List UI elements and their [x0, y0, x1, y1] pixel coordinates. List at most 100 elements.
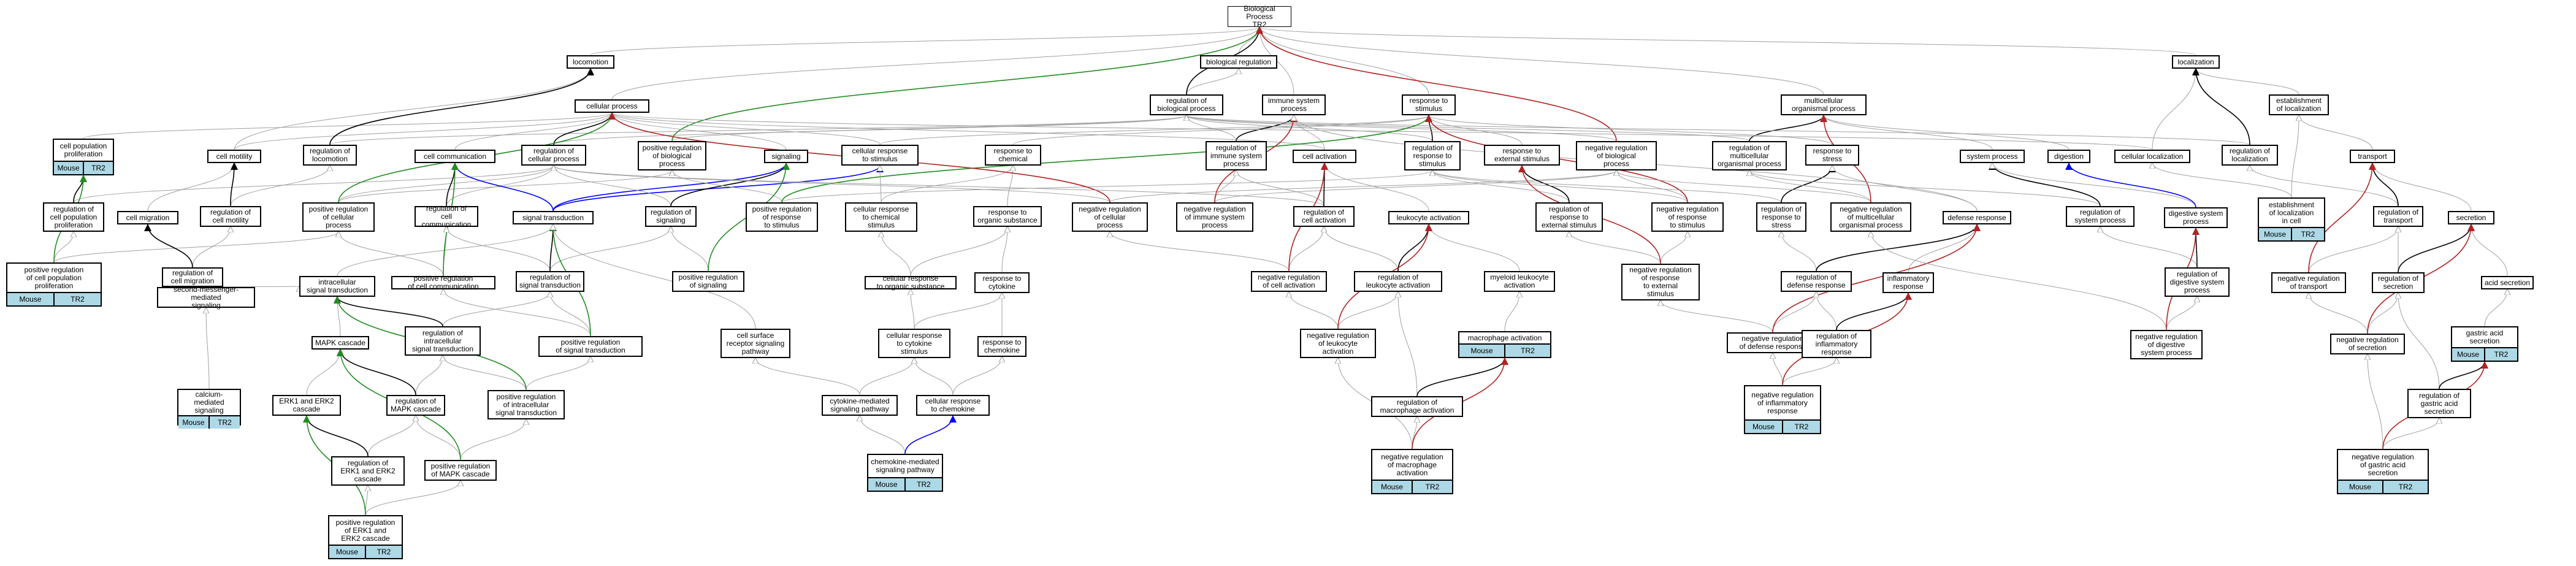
go-term-node[interactable]: positive regulation of signaling	[672, 271, 744, 292]
go-term-node[interactable]: regulation of response to stimulus	[1404, 141, 1461, 170]
go-term-node[interactable]: negative regulation of cellular process	[1072, 202, 1148, 232]
go-term-node[interactable]: digestive system process	[2164, 207, 2228, 228]
go-term-node[interactable]: negative regulation of gastric acid secr…	[2337, 449, 2429, 494]
go-term-node[interactable]: leukocyte activation	[1388, 211, 1469, 224]
go-term-node[interactable]: regulation of leukocyte activation	[1354, 271, 1442, 292]
go-term-node[interactable]: defense response	[1943, 211, 2011, 224]
go-term-node[interactable]: positive regulation of cellular process	[302, 202, 375, 232]
go-term-node[interactable]: regulation of immune system process	[1206, 141, 1267, 170]
go-term-node[interactable]: negative regulation of biological proces…	[1576, 141, 1657, 170]
go-term-node[interactable]: localization	[2172, 55, 2220, 69]
go-term-node[interactable]: establishment of localization	[2269, 94, 2329, 115]
go-term-node[interactable]: response to chemical	[985, 145, 1041, 166]
go-term-node[interactable]: Biological Process TR2	[1228, 4, 1291, 28]
go-term-node[interactable]: response to chemokine	[977, 336, 1026, 357]
go-term-node[interactable]: positive regulation of biological proces…	[638, 141, 706, 170]
go-term-node[interactable]: regulation of intracellular signal trans…	[405, 326, 481, 356]
go-term-node[interactable]: negative regulation of inflammatory resp…	[1744, 385, 1821, 434]
go-term-node[interactable]: response to stimulus	[1402, 94, 1456, 115]
go-term-node[interactable]: positive regulation of signal transducti…	[538, 336, 643, 357]
go-term-node[interactable]: cell activation	[1293, 150, 1356, 163]
go-term-node[interactable]: regulation of secretion	[2372, 272, 2425, 293]
go-term-node[interactable]: response to external stimulus	[1484, 145, 1560, 166]
go-term-node[interactable]: regulation of macrophage activation	[1371, 396, 1463, 417]
go-term-node[interactable]: regulation of gastric acid secretion	[2407, 389, 2471, 418]
go-term-node[interactable]: biological regulation	[1200, 55, 1277, 69]
go-term-node[interactable]: regulation of cellular process	[521, 145, 586, 166]
go-term-node[interactable]: regulation of ERK1 and ERK2 cascade	[331, 456, 405, 486]
go-term-node[interactable]: signal transduction	[513, 211, 594, 224]
go-term-node[interactable]: cellular response to stimulus	[841, 145, 919, 166]
go-term-node[interactable]: transport	[2350, 150, 2395, 163]
go-term-node[interactable]: intracellular signal transduction	[299, 276, 375, 297]
go-term-node[interactable]: regulation of cell communication	[415, 204, 478, 228]
go-term-node[interactable]: positive regulation of intracellular sig…	[487, 390, 565, 419]
go-term-node[interactable]: myeloid leukocyte activation	[1484, 271, 1555, 292]
go-term-node[interactable]: negative regulation of response to exter…	[1621, 264, 1700, 300]
go-term-node[interactable]: negative regulation of macrophage activa…	[1371, 449, 1453, 494]
go-term-node[interactable]: cell migration	[117, 211, 178, 224]
go-term-node[interactable]: negative regulation of immune system pro…	[1176, 202, 1253, 232]
go-term-node[interactable]: regulation of cell population proliferat…	[43, 202, 104, 232]
go-term-node[interactable]: regulation of response to external stimu…	[1535, 202, 1603, 232]
go-term-node[interactable]: inflammatory response	[1882, 272, 1934, 293]
go-term-node[interactable]: regulation of signal transduction	[516, 271, 584, 292]
go-term-node[interactable]: secretion	[2448, 211, 2494, 224]
go-term-node[interactable]: positive regulation of response to stimu…	[746, 202, 818, 232]
go-term-node[interactable]: positive regulation of ERK1 and ERK2 cas…	[328, 515, 403, 559]
go-term-node[interactable]: regulation of inflammatory response	[1802, 330, 1871, 358]
go-term-node[interactable]: cellular response to organic substance	[865, 275, 957, 291]
go-term-node[interactable]: negative regulation of digestive system …	[2130, 330, 2203, 359]
go-term-node[interactable]: regulation of system process	[2066, 206, 2135, 227]
go-term-node[interactable]: cell motility	[207, 150, 261, 163]
go-term-node[interactable]: cellular localization	[2114, 150, 2190, 163]
go-term-node[interactable]: cell communication	[415, 150, 495, 163]
go-term-node[interactable]: regulation of multicellular organismal p…	[1712, 141, 1787, 170]
go-term-node[interactable]: response to stress	[1805, 145, 1859, 166]
go-term-node[interactable]: acid secretion	[2481, 276, 2534, 289]
go-term-node[interactable]: positive regulation of cell population p…	[6, 262, 102, 307]
go-term-node[interactable]: regulation of digestive system process	[2165, 267, 2230, 297]
go-term-node[interactable]: cell surface receptor signaling pathway	[720, 329, 790, 358]
go-term-node[interactable]: regulation of cell activation	[1293, 206, 1355, 227]
go-term-node[interactable]: ERK1 and ERK2 cascade	[272, 395, 341, 416]
go-term-node[interactable]: regulation of signaling	[645, 206, 697, 227]
go-term-node[interactable]: cellular response to cytokine stimulus	[878, 329, 950, 358]
go-term-node[interactable]: regulation of biological process	[1150, 94, 1223, 115]
go-term-node[interactable]: system process	[1960, 150, 2025, 163]
go-term-node[interactable]: negative regulation of response to stimu…	[1651, 202, 1724, 232]
go-term-node[interactable]: cellular process	[575, 99, 649, 113]
go-term-node[interactable]: digestion	[2047, 150, 2090, 163]
go-term-node[interactable]: negative regulation of cell activation	[1251, 271, 1327, 292]
go-term-node[interactable]: negative regulation of transport	[2271, 272, 2346, 293]
go-term-node[interactable]: regulation of MAPK cascade	[386, 395, 445, 416]
go-term-node[interactable]: regulation of response to stress	[1756, 202, 1806, 232]
go-term-node[interactable]: MAPK cascade	[311, 336, 369, 350]
go-term-node[interactable]: regulation of cell motility	[200, 206, 261, 227]
go-term-node[interactable]: cytokine-mediated signaling pathway	[822, 395, 898, 416]
go-term-node[interactable]: negative regulation of secretion	[2330, 334, 2405, 354]
go-term-node[interactable]: cellular response to chemokine	[916, 395, 990, 416]
go-term-node[interactable]: regulation of localization	[2222, 145, 2278, 166]
go-term-node[interactable]: negative regulation of defense response	[1727, 332, 1819, 353]
go-term-node[interactable]: response to organic substance	[973, 206, 1042, 227]
go-term-node[interactable]: regulation of transport	[2373, 206, 2423, 227]
go-term-node[interactable]: negative regulation of leukocyte activat…	[1300, 329, 1376, 358]
go-term-node[interactable]: multicellular organismal process	[1781, 94, 1867, 115]
go-term-node[interactable]: negative regulation of multicellular org…	[1830, 202, 1911, 232]
go-term-node[interactable]: signaling	[764, 150, 808, 163]
go-term-node[interactable]: second-messenger-mediated signaling	[157, 285, 255, 309]
go-term-node[interactable]: response to cytokine	[974, 272, 1030, 293]
go-term-node[interactable]: immune system process	[1262, 94, 1326, 115]
go-term-node[interactable]: positive regulation of MAPK cascade	[424, 460, 497, 481]
go-term-node[interactable]: cellular response to chemical stimulus	[845, 202, 917, 232]
go-term-node[interactable]: positive regulation of cell communicatio…	[391, 275, 495, 291]
go-term-node[interactable]: regulation of locomotion	[303, 145, 357, 166]
go-term-node[interactable]: locomotion	[567, 55, 614, 69]
